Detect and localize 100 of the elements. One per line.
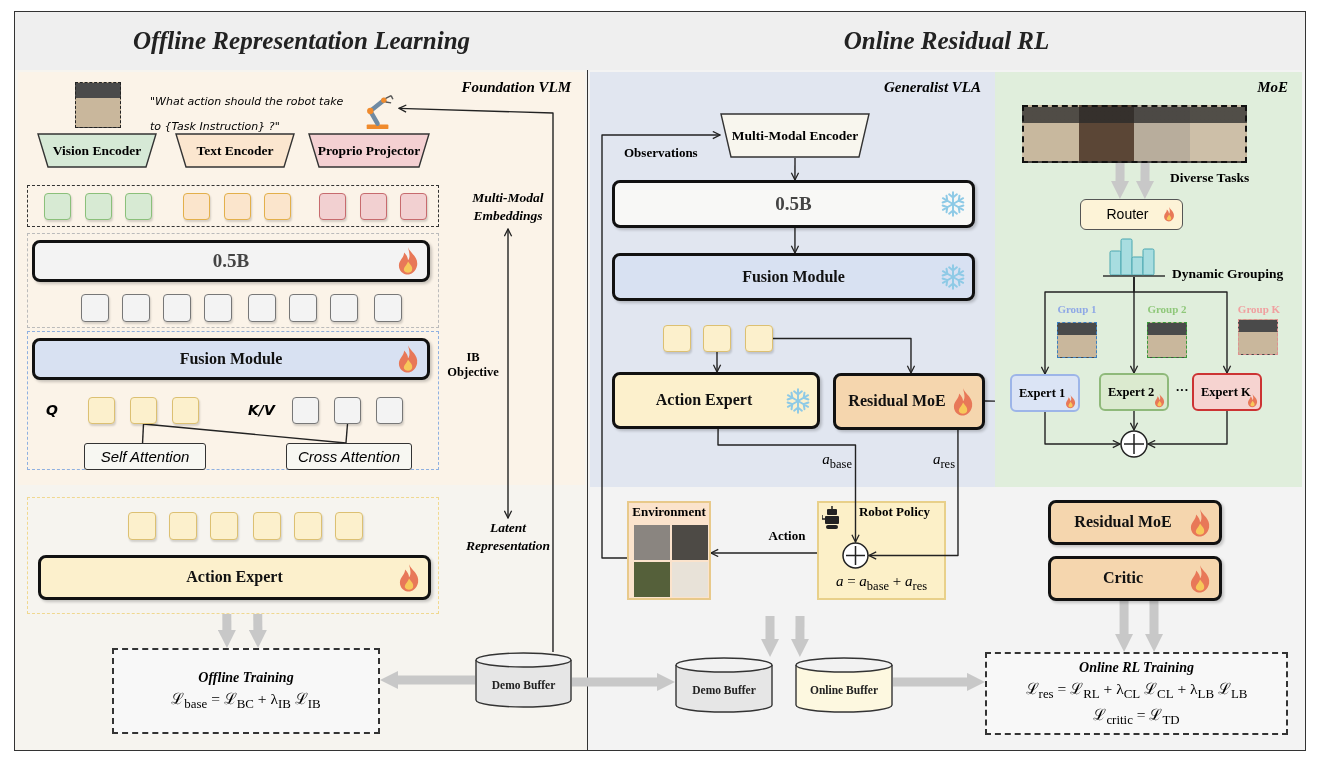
- connector-line: [141, 423, 145, 444]
- token-square: [376, 397, 403, 424]
- token-square: [663, 325, 691, 352]
- block-arrow: [893, 672, 985, 691]
- box-label: Multi-Modal Encoder: [731, 127, 859, 144]
- arrow: [717, 428, 860, 543]
- token-square: [360, 193, 387, 220]
- block-arrow: [790, 616, 809, 657]
- block-arrow: [1111, 163, 1130, 199]
- connector-line: [984, 400, 996, 402]
- token-square: [292, 397, 319, 424]
- router-box: [1080, 199, 1183, 230]
- encoder-trapezoid: [720, 113, 870, 158]
- token-square: [183, 193, 210, 220]
- token-square: [335, 512, 363, 540]
- block-arrow: [380, 671, 475, 689]
- token-square: [204, 294, 232, 322]
- box-label: Expert K: [1201, 384, 1251, 400]
- buffer-cylinder: [475, 652, 572, 708]
- box-label: Proprio Projector: [317, 142, 421, 159]
- policy-panel: [817, 501, 946, 600]
- key-value-label: K/V: [248, 402, 277, 419]
- box-label: Online Buffer: [809, 684, 878, 698]
- dashed-group-frame: [27, 497, 439, 614]
- arrow: [710, 548, 818, 558]
- annotation-text: Multi-Modal Embeddings: [453, 185, 563, 229]
- encoder-trapezoid: [37, 133, 157, 168]
- arrow: [1133, 276, 1232, 374]
- region-title: MoE: [1257, 79, 1288, 97]
- buffer-cylinder: [675, 657, 773, 713]
- box-label: Residual MoE: [1074, 513, 1172, 532]
- box-label: Action Expert: [655, 391, 753, 410]
- arrow: [790, 227, 800, 254]
- region-panel: [590, 72, 995, 487]
- environment-panel: [627, 501, 711, 600]
- connector-line: [345, 423, 349, 444]
- encoder-trapezoid: [175, 133, 295, 168]
- expert-box: [1099, 373, 1169, 411]
- formula-text: ℒ$_{res}$ = ℒ$_{RL}$ + λ$_{CL}$ ℒ$_{CL}$ + λ$_{LB}$ ℒ$_{LB}$: [1025, 679, 1248, 702]
- module-box: [612, 180, 975, 228]
- region-panel: [18, 72, 585, 485]
- expert-box: [1010, 374, 1080, 412]
- token-square: [172, 397, 199, 424]
- quote-text: "What action should the robot take to {Task Instruction} ?": [150, 94, 345, 136]
- token-square: [745, 325, 773, 352]
- token-square: [85, 193, 112, 220]
- token-square: [374, 294, 402, 322]
- module-box: [32, 338, 430, 380]
- box-label: Action Expert: [186, 568, 283, 587]
- box-label: Demo Buffer: [692, 684, 756, 698]
- attention-box: [84, 443, 206, 470]
- dashed-group-frame: [27, 331, 439, 470]
- token-square: [125, 193, 152, 220]
- sum-circle: [1120, 430, 1148, 458]
- module-box: [32, 240, 430, 282]
- ellipsis-text: ···: [1174, 382, 1190, 398]
- expert-box: [1192, 373, 1262, 411]
- block-arrow: [572, 673, 675, 691]
- token-square: [703, 325, 731, 352]
- box-label: Fusion Module: [742, 267, 845, 287]
- arrow: [772, 337, 916, 374]
- box-label: 0.5B: [212, 250, 250, 272]
- token-square: [163, 294, 191, 322]
- module-box: [1048, 556, 1222, 601]
- arrow: [503, 228, 513, 519]
- token-square: [253, 512, 281, 540]
- group-label: Group 2: [1146, 303, 1188, 317]
- token-square: [81, 294, 109, 322]
- annotation-text: Latent Representation: [452, 518, 564, 556]
- box-label: Self Attention: [100, 447, 190, 466]
- arrow: [1129, 410, 1139, 431]
- arrow: [868, 429, 959, 560]
- token-square: [334, 397, 361, 424]
- box-label: Expert 2: [1108, 384, 1155, 400]
- dashed-group-frame: [27, 185, 439, 227]
- token-square: [400, 193, 427, 220]
- box-label: Router: [1106, 206, 1149, 223]
- photo-placeholder: [1022, 105, 1247, 163]
- block-arrow: [1145, 601, 1164, 652]
- token-square: [130, 397, 157, 424]
- module-box: [612, 253, 975, 301]
- arrow: [712, 351, 722, 373]
- arrow: [1044, 411, 1121, 449]
- token-square: [122, 294, 150, 322]
- module-box: [1048, 500, 1222, 545]
- region-title: Foundation VLM: [461, 79, 571, 97]
- panel-title: Offline Representation Learning: [15, 12, 588, 70]
- token-square: [294, 512, 322, 540]
- panel: [15, 12, 588, 750]
- token-square: [44, 193, 71, 220]
- token-square: [169, 512, 197, 540]
- formula-text: ℒ$_{critic}$ = ℒ$_{TD}$: [1093, 705, 1180, 728]
- arrow: [398, 104, 554, 653]
- block-arrow: [761, 616, 780, 657]
- box-label: Cross Attention: [298, 447, 400, 466]
- panel-title: Online Residual RL: [588, 12, 1305, 70]
- beside-label: Diverse Tasks: [1170, 170, 1250, 186]
- box-label: 0.5B: [775, 193, 812, 215]
- formula-text: a = a$_{base}$ + a$_{res}$: [835, 572, 928, 593]
- token-square: [264, 193, 291, 220]
